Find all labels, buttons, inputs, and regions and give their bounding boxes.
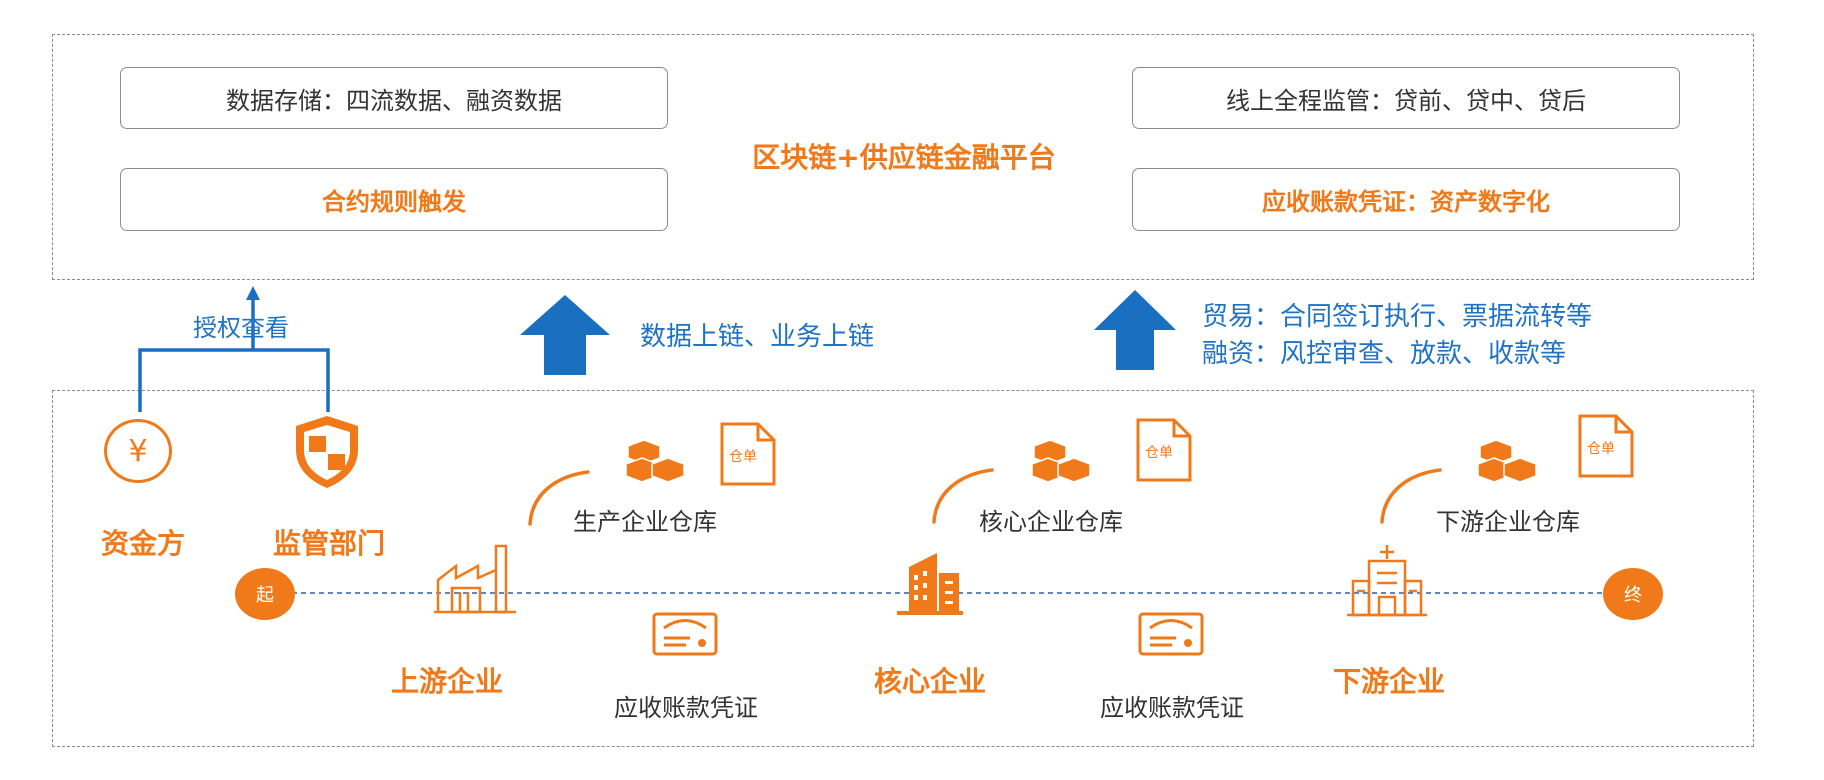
document-receipt-icon	[720, 422, 776, 486]
receivable-label-2: 应收账款凭证	[1100, 694, 1244, 722]
data-storage-box: 数据存储：四流数据、融资数据	[120, 67, 668, 129]
upstream-label: 上游企业	[390, 665, 504, 698]
cube-stack-icon	[1477, 439, 1537, 483]
warehouse-arc	[932, 468, 994, 524]
end-node: 终	[1603, 568, 1663, 620]
platform-title: 区块链+供应链金融平台	[752, 141, 1056, 174]
warehouse-label-3: 下游企业仓库	[1436, 508, 1580, 536]
receipt-label: 仓单	[1145, 445, 1173, 461]
document-receipt-icon	[1578, 414, 1634, 478]
downstream-label: 下游企业	[1332, 665, 1446, 698]
up-arrow-icon	[520, 295, 610, 375]
trade-flow-label: 贸易：合同签订执行、票据流转等	[1202, 302, 1593, 332]
platform-container	[52, 34, 1754, 280]
yuan-coin-icon: ¥	[104, 419, 172, 483]
yuan-symbol: ¥	[128, 433, 148, 469]
warehouse-arc	[528, 470, 590, 526]
supervision-box: 线上全程监管：贷前、贷中、贷后	[1132, 67, 1680, 129]
funder-label: 资金方	[100, 527, 186, 560]
receivable-label-1: 应收账款凭证	[614, 694, 758, 722]
cube-stack-icon	[625, 439, 685, 483]
authorize-label: 授权查看	[193, 314, 289, 342]
receivable-digitization-box: 应收账款凭证：资产数字化	[1132, 168, 1680, 231]
warehouse-label-2: 核心企业仓库	[979, 508, 1123, 536]
contract-trigger-box: 合约规则触发	[120, 168, 668, 231]
finance-flow-label: 融资：风控审查、放款、收款等	[1202, 339, 1567, 369]
up-arrow-icon	[1094, 290, 1176, 370]
warehouse-label-1: 生产企业仓库	[573, 508, 717, 536]
data-onchain-label: 数据上链、业务上链	[640, 322, 875, 352]
receivable-card-icon	[1138, 612, 1204, 656]
receipt-label: 仓单	[1587, 441, 1615, 457]
supply-chain-container	[52, 390, 1754, 747]
regulator-label: 监管部门	[272, 527, 386, 560]
hospital-building-icon	[1347, 545, 1427, 617]
start-node: 起	[235, 568, 295, 620]
receivable-card-icon	[652, 612, 718, 656]
shield-icon	[296, 416, 358, 488]
factory-icon	[434, 544, 516, 614]
core-enterprise-label: 核心企业	[873, 665, 987, 698]
cube-stack-icon	[1031, 439, 1091, 483]
warehouse-arc	[1380, 468, 1442, 524]
document-receipt-icon	[1136, 418, 1192, 482]
receipt-label: 仓单	[729, 449, 757, 465]
office-tower-icon	[897, 553, 963, 615]
